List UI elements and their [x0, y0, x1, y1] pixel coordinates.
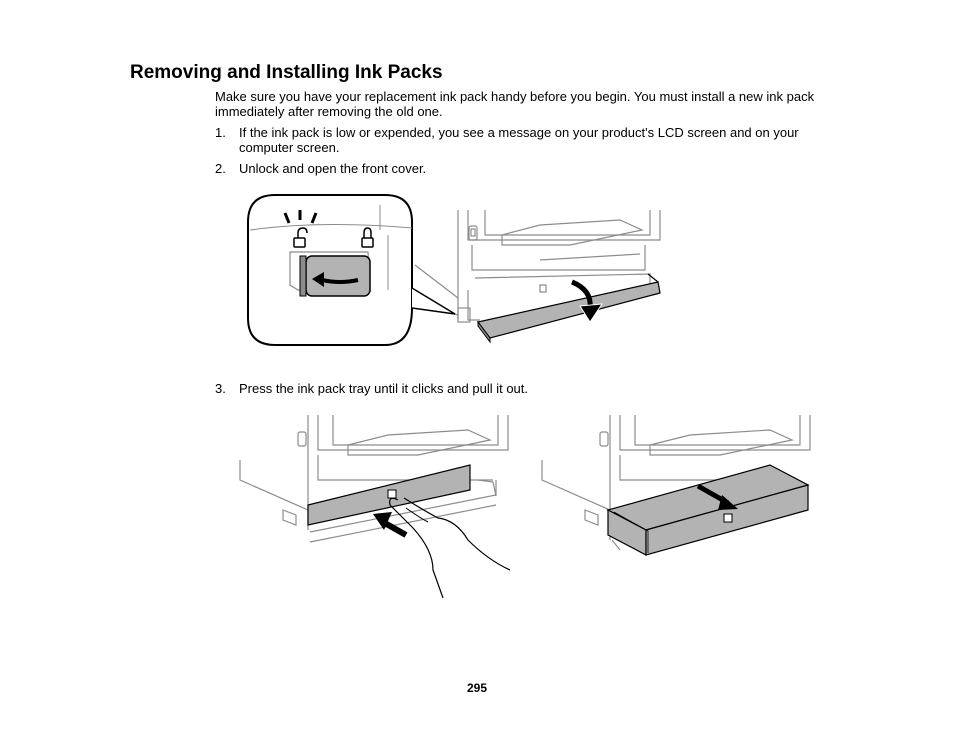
- step-text: If the ink pack is low or expended, you …: [239, 125, 799, 155]
- step-number: 1.: [215, 125, 226, 140]
- step-number: 3.: [215, 381, 226, 396]
- front-cover-illustration: [247, 194, 661, 346]
- page-heading: Removing and Installing Ink Packs: [130, 62, 443, 83]
- step-number: 2.: [215, 161, 226, 176]
- step-text: Unlock and open the front cover.: [239, 161, 427, 176]
- locked-padlock-icon: [361, 227, 374, 248]
- press-tray-illustration: [239, 415, 511, 599]
- unlocked-padlock-icon: [293, 227, 308, 248]
- page-number: 295: [466, 681, 488, 695]
- step-text: Press the ink pack tray until it clicks …: [239, 381, 529, 396]
- pull-tray-illustration: [541, 415, 811, 556]
- intro-paragraph: Make sure you have your replacement ink …: [215, 89, 815, 119]
